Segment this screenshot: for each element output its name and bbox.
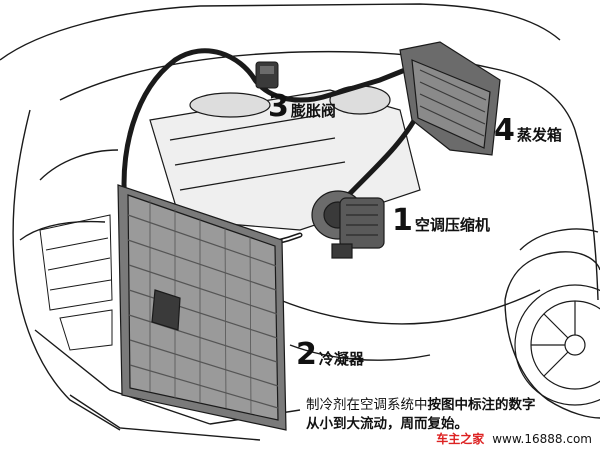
flow-caption: 制冷剂在空调系统中按图中标注的数字 从小到大流动，周而复始。 (306, 396, 536, 434)
label-evaporator: 4 蒸发箱 (494, 116, 562, 146)
label-number: 1 (392, 203, 413, 238)
label-text: 空调压缩机 (414, 216, 490, 234)
wheel-rim (514, 284, 600, 406)
label-text: 蒸发箱 (516, 126, 562, 144)
car-body-outline (0, 3, 600, 441)
label-number: 3 (268, 89, 289, 124)
condenser-part (117, 184, 287, 431)
label-text: 冷凝器 (318, 350, 364, 368)
evaporator-part (399, 41, 501, 156)
label-number: 2 (296, 337, 317, 372)
label-number: 4 (494, 113, 515, 148)
caption-line-2: 从小到大流动，周而复始。 (306, 416, 468, 432)
label-condenser: 2 冷凝器 (296, 340, 364, 370)
watermark-brand: 车主之家 (436, 432, 485, 446)
caption-bold-text: 按图中标注的数字 (427, 397, 536, 413)
label-expansion-valve: 3 膨胀阀 (268, 92, 336, 122)
front-grille (39, 214, 113, 351)
expansion-valve-part (255, 61, 279, 89)
caption-plain-text: 制冷剂在空调系统中 (306, 397, 428, 413)
compressor-part (311, 190, 385, 259)
label-text: 膨胀阀 (290, 102, 336, 120)
caption-line-1: 制冷剂在空调系统中按图中标注的数字 (306, 396, 536, 415)
watermark-site: www.16888.com (492, 432, 592, 446)
watermark: 车主之家 www.16888.com (436, 430, 592, 447)
label-compressor: 1 空调压缩机 (392, 206, 490, 236)
